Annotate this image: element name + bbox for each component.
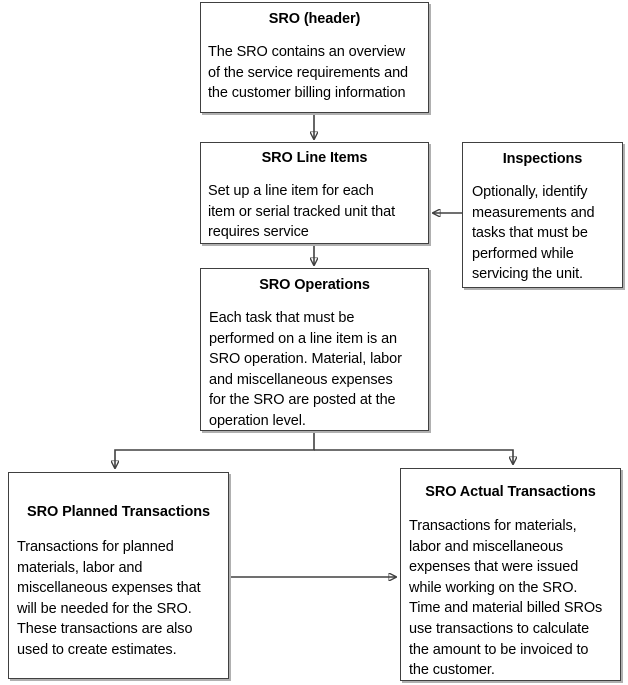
node-sro-planned-transactions[interactable]: SRO Planned Transactions Transactions fo…: [8, 472, 229, 679]
node-sro-line-items-title: SRO Line Items: [261, 150, 368, 166]
node-sro-actual-transactions-body: Transactions for materials, labor and mi…: [409, 518, 603, 679]
node-sro-operations-title: SRO Operations: [259, 277, 370, 293]
node-sro-operations[interactable]: SRO Operations Each task that must be pe…: [200, 268, 429, 431]
node-inspections[interactable]: Inspections Optionally, identify measure…: [462, 142, 623, 288]
node-sro-line-items-body: Set up a line item for each item or seri…: [208, 183, 395, 241]
node-sro-header-title: SRO (header): [268, 11, 361, 27]
edge-operations-to-planned: [115, 431, 315, 468]
node-sro-line-items[interactable]: SRO Line Items Set up a line item for ea…: [200, 142, 429, 244]
node-sro-header[interactable]: SRO (header) The SRO contains an overvie…: [200, 2, 429, 113]
node-sro-planned-transactions-title: SRO Planned Transactions: [27, 504, 210, 520]
node-sro-operations-body: Each task that must be performed on a li…: [209, 310, 402, 430]
node-inspections-body: Optionally, identify measurements and ta…: [472, 184, 595, 283]
edge-operations-to-actual: [314, 449, 513, 464]
node-sro-actual-transactions[interactable]: SRO Actual Transactions Transactions for…: [400, 468, 621, 681]
node-inspections-title: Inspections: [502, 151, 583, 167]
node-sro-header-body: The SRO contains an overview of the serv…: [208, 44, 409, 102]
node-sro-planned-transactions-body: Transactions for planned materials, labo…: [17, 539, 201, 659]
node-sro-actual-transactions-title: SRO Actual Transactions: [425, 484, 596, 500]
